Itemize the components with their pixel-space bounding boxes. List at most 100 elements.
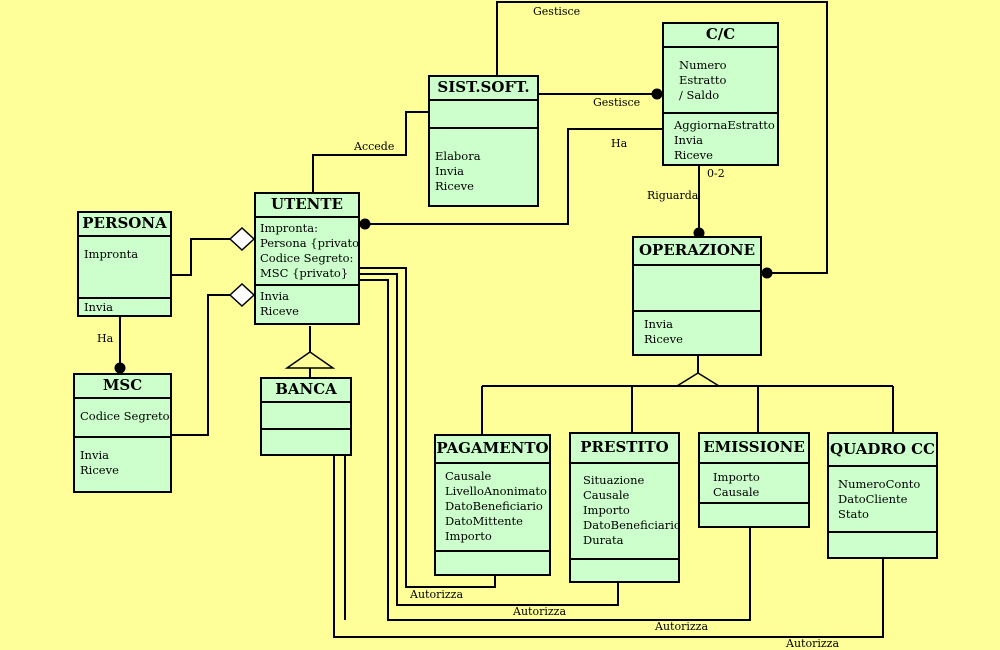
class-pagamento[interactable]: PAGAMENTO Causale LivelloAnonimato DatoB…	[434, 434, 551, 576]
msc-ha-dot	[114, 362, 126, 374]
operation: Invia	[84, 300, 113, 314]
cc-aggregation-dot	[651, 88, 663, 100]
attribute: Numero	[679, 58, 727, 72]
operations-section	[571, 560, 678, 564]
operations-section: Invia Riceve	[256, 286, 358, 322]
class-operazione[interactable]: OPERAZIONE Invia Riceve	[632, 236, 762, 356]
attribute: DatoBeneficiario	[445, 499, 543, 513]
label-ha-persona: Ha	[97, 332, 114, 345]
autorizza-prestito	[359, 273, 619, 606]
operation: Invia	[674, 133, 703, 147]
attribute: Causale	[713, 485, 760, 499]
label-gestisce-top: Gestisce	[533, 5, 581, 18]
class-name: SIST.SOFT.	[430, 77, 537, 101]
attributes-section: Importo Causale	[700, 464, 808, 504]
operation: Riceve	[260, 304, 299, 318]
class-name: BANCA	[262, 379, 350, 403]
label-multiplicity: 0-2	[707, 167, 725, 180]
attributes-section: Impronta: Persona {privato} Codice Segre…	[256, 218, 358, 286]
class-name: OPERAZIONE	[634, 238, 760, 266]
attribute: DatoCliente	[838, 492, 908, 506]
operation: Invia	[644, 317, 673, 331]
autorizza-emissione	[359, 279, 751, 621]
attribute: Importo	[713, 470, 760, 484]
operation: Riceve	[674, 148, 713, 162]
class-sist-soft[interactable]: SIST.SOFT. Elabora Invia Riceve	[428, 75, 539, 207]
utente-ha-dot	[359, 218, 371, 230]
class-emissione[interactable]: EMISSIONE Importo Causale	[698, 432, 810, 528]
attributes-section: Situazione Causale Importo DatoBeneficia…	[571, 464, 678, 560]
class-banca[interactable]: BANCA	[260, 377, 352, 456]
operation: Invia	[80, 448, 109, 462]
class-utente[interactable]: UTENTE Impronta: Persona {privato} Codic…	[254, 192, 360, 325]
attributes-section: Causale LivelloAnonimato DatoBeneficiari…	[436, 464, 549, 552]
operations-section	[829, 533, 936, 537]
assoc-persona-utente	[171, 238, 230, 276]
attributes-section: Impronta	[79, 237, 170, 299]
autorizza-quadro	[333, 455, 884, 638]
attribute: Importo	[583, 503, 630, 517]
operations-section: Invia Riceve	[634, 312, 760, 349]
class-name: UTENTE	[256, 194, 358, 218]
class-prestito[interactable]: PRESTITO Situazione Causale Importo Dato…	[569, 432, 680, 583]
attributes-section	[262, 403, 350, 430]
class-name: PERSONA	[79, 213, 170, 237]
attribute: LivelloAnonimato	[445, 484, 547, 498]
autorizza-pagamento	[359, 267, 496, 588]
label-autorizza-prestito: Autorizza	[513, 605, 566, 618]
operation: Riceve	[435, 179, 474, 193]
operation: Invia	[435, 164, 464, 178]
operation: AggiornaEstratto	[674, 118, 775, 132]
class-name: QUADRO CC	[829, 434, 936, 467]
operation: Riceve	[80, 463, 119, 477]
assoc-msc-utente	[171, 294, 230, 436]
operations-section: Invia Riceve	[75, 438, 170, 480]
operation: Riceve	[644, 332, 683, 346]
attribute: Codice Segreto:	[260, 251, 354, 265]
operations-section	[700, 504, 808, 508]
label-accede: Accede	[354, 140, 395, 153]
class-msc[interactable]: MSC Codice Segreto Invia Riceve	[73, 373, 172, 493]
attribute: Persona {privato}	[260, 236, 358, 250]
operazione-gestisce-dot	[761, 267, 773, 279]
label-autorizza-quadro: Autorizza	[786, 637, 839, 650]
attributes-section: Numero Estratto / Saldo	[664, 48, 777, 114]
persona-diamond	[228, 226, 256, 252]
class-name: EMISSIONE	[700, 434, 808, 464]
operazione-triangle	[674, 372, 722, 387]
operations-section: AggiornaEstratto Invia Riceve	[664, 114, 777, 165]
assoc-ha-cc	[365, 128, 663, 225]
label-ha-cc: Ha	[611, 137, 628, 150]
label-autorizza-emissione: Autorizza	[655, 620, 708, 633]
attribute: MSC {privato}	[260, 266, 349, 280]
operations-section	[436, 552, 549, 556]
operazione-riguarda-dot	[693, 227, 705, 239]
attribute: Stato	[838, 507, 869, 521]
attribute: Causale	[445, 469, 492, 483]
attribute: Durata	[583, 533, 624, 547]
attribute: Estratto	[679, 73, 727, 87]
label-riguarda: Riguarda	[647, 189, 699, 202]
attribute: / Saldo	[679, 88, 720, 102]
class-name: PAGAMENTO	[436, 436, 549, 464]
class-name: C/C	[664, 24, 777, 48]
utente-triangle	[284, 351, 336, 369]
attribute: Causale	[583, 488, 630, 502]
class-persona[interactable]: PERSONA Impronta Invia	[77, 211, 172, 317]
label-gestisce-mid: Gestisce	[593, 96, 641, 109]
attributes-section: NumeroConto DatoCliente Stato	[829, 467, 936, 533]
assoc-accede	[312, 111, 429, 193]
attribute: NumeroConto	[838, 477, 921, 491]
label-autorizza-pagamento: Autorizza	[410, 588, 463, 601]
operation: Elabora	[435, 149, 481, 163]
operations-section: Elabora Invia Riceve	[430, 129, 537, 196]
operations-section: Invia	[79, 299, 170, 317]
attribute: DatoMittente	[445, 514, 523, 528]
attributes-section: Codice Segreto	[75, 399, 170, 438]
class-quadro-cc[interactable]: QUADRO CC NumeroConto DatoCliente Stato	[827, 432, 938, 559]
operation: Invia	[260, 289, 289, 303]
attribute: Importo	[445, 529, 492, 543]
attribute: Impronta:	[260, 221, 318, 235]
class-cc[interactable]: C/C Numero Estratto / Saldo AggiornaEstr…	[662, 22, 779, 166]
